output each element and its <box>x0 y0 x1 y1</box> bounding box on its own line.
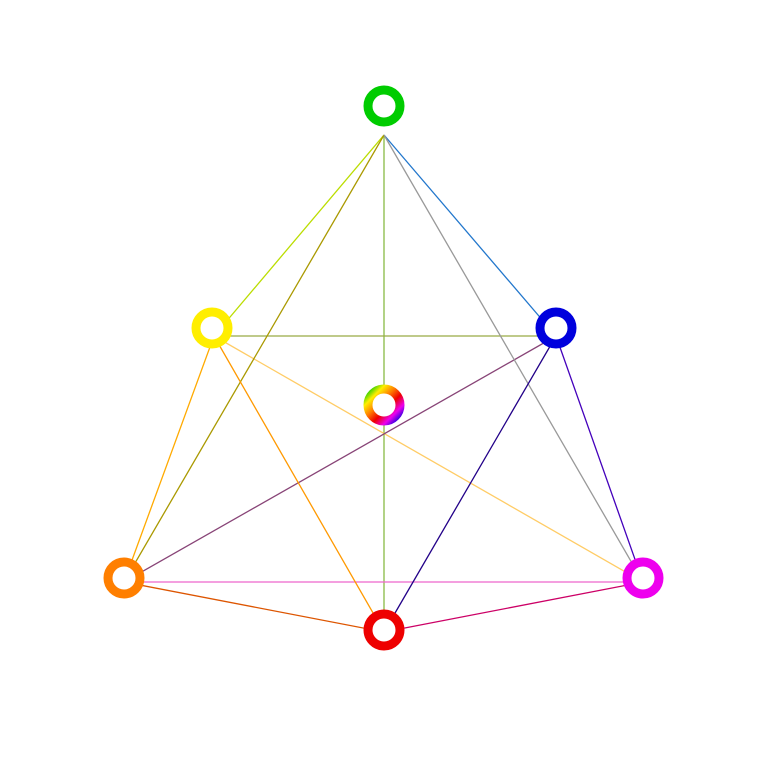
orange-node <box>103 557 145 599</box>
edge-magenta-red <box>383 581 644 633</box>
edge-red-orange <box>123 581 385 633</box>
edge-orange-blue <box>123 335 557 583</box>
edge-green-blue <box>383 134 557 337</box>
magenta-node <box>622 557 664 599</box>
edge-yellow-magenta <box>213 335 644 583</box>
green-node <box>363 85 405 127</box>
connection-lines <box>123 134 644 633</box>
center-node <box>363 384 405 426</box>
color-nodes <box>103 85 664 651</box>
edge-yellow-red <box>213 335 385 633</box>
red-node <box>363 609 405 651</box>
edge-blue-red <box>383 335 557 633</box>
edge-yellow-green <box>213 134 385 337</box>
blue-node <box>535 307 577 349</box>
edge-green-orange <box>123 134 385 583</box>
edge-green-magenta <box>383 134 644 583</box>
edge-blue-magenta <box>555 335 644 583</box>
yellow-node <box>191 307 233 349</box>
edge-orange-yellow <box>123 335 215 583</box>
